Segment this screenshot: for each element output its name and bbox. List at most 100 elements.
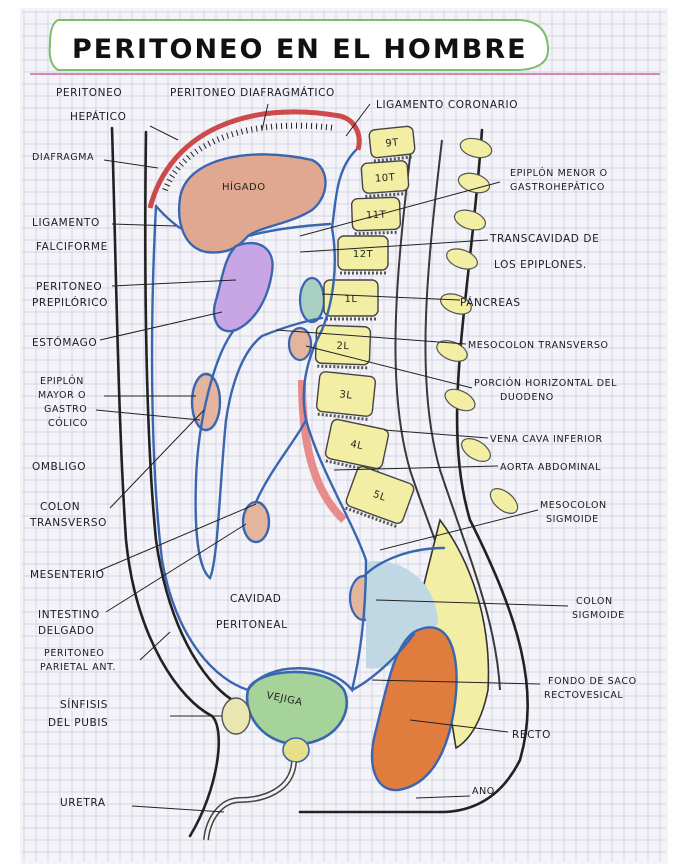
spinous-process (440, 293, 472, 315)
vertebra-label: 4L (349, 439, 364, 452)
vertebra-body (337, 235, 389, 271)
spinous-processes (436, 137, 519, 514)
label-peritoneo-prepilorico-2: PREPILÓRICO (32, 296, 108, 309)
label-sinfisis: SÍNFISIS (60, 698, 108, 711)
label-fondo-saco: FONDO DE SACO (548, 676, 637, 687)
vertebra-body (315, 371, 377, 417)
label-vena-cava: VENA CAVA INFERIOR (490, 434, 603, 445)
anterior-wall-outer (110, 126, 221, 838)
label-ombligo: OMBLIGO (32, 461, 86, 473)
pointer-lines (95, 103, 569, 813)
label-ano: ANO (472, 786, 495, 797)
label-peritoneo-hepatico: PERITONEO (56, 87, 122, 99)
rectum-shape (370, 626, 458, 792)
vertebra-body (360, 160, 410, 194)
label-duodeno-2: DUODENO (500, 392, 554, 403)
vertebra-label: 2L (336, 341, 349, 352)
label-duodeno: PORCIÓN HORIZONTAL DEL (474, 377, 617, 389)
vertebra-3l: 3L (315, 371, 377, 422)
rectovesical-pouch (350, 632, 416, 692)
vertebra-9t: 9T (368, 125, 416, 163)
vertebra-body (350, 196, 402, 232)
coronary-ligament-line (330, 148, 358, 230)
label-ligamento-falciforme: LIGAMENTO (32, 217, 100, 229)
anterior-wall-inner (144, 130, 238, 704)
spinous-process (444, 388, 476, 412)
label-epiplon-mayor-3: GASTRO (44, 404, 87, 415)
liver-label: HÍGADO (222, 180, 266, 193)
label-peritoneo-parietal-2: PARIETAL ANT. (40, 662, 116, 673)
spinous-process (446, 248, 478, 270)
spinous-process (436, 340, 468, 362)
label-transcavidad: TRANSCAVIDAD DE (489, 233, 599, 245)
lesser-omentum (246, 222, 332, 238)
label-aorta: AORTA ABDOMINAL (500, 462, 601, 473)
spinous-process (457, 172, 491, 194)
intervertebral-disc (317, 412, 370, 422)
falciform-ligament (154, 204, 182, 230)
label-sinfisis-2: DEL PUBIS (48, 717, 108, 729)
pubic-symphysis-shape (221, 697, 251, 735)
urethra-lumen (204, 761, 296, 841)
aorta-shape (298, 379, 347, 523)
label-ligamento-coronario: LIGAMENTO CORONARIO (376, 99, 518, 111)
label-ligamento-falciforme-2: FALCIFORME (36, 241, 108, 253)
pancreas-shape (298, 276, 326, 324)
page-title: PERITONEO EN EL HOMBRE (72, 34, 528, 65)
vertebra-body (324, 418, 390, 470)
vertebra-label: 9T (385, 137, 400, 149)
title-frame (48, 19, 550, 71)
posterior-peritoneum (302, 226, 368, 562)
label-fondo-saco-2: RECTOVESICAL (544, 690, 623, 701)
label-colon-sigmoide-2: SIGMOIDE (572, 610, 625, 621)
diaphragm-shape (147, 109, 362, 209)
vertebra-4l: 4L (324, 418, 390, 474)
label-epiplon-mayor-2: MAYOR O (38, 390, 86, 401)
label-intestino-delgado-2: DELGADO (38, 625, 94, 637)
vertebra-label: 3L (339, 389, 353, 401)
liver-shape (177, 153, 327, 254)
intervertebral-disc (317, 364, 368, 370)
intervertebral-disc (373, 155, 414, 163)
vertebra-10t: 10T (360, 160, 410, 198)
label-estomago: ESTÓMAGO (32, 336, 97, 349)
label-mesocolon-sigmoide: MESOCOLON (540, 500, 607, 511)
intervertebral-disc (354, 230, 399, 236)
label-peritoneo-parietal: PERITONEO (44, 648, 104, 659)
label-uretra: URETRA (60, 797, 106, 809)
label-transcavidad-2: LOS EPIPLONES. (494, 259, 587, 271)
vertebra-label: 1L (345, 294, 358, 305)
spinous-process (461, 437, 491, 463)
parietal-peritoneum-anterior (150, 204, 250, 692)
label-colon-transverso-2: TRANSVERSO (29, 517, 107, 529)
vertebra-2l: 2L (314, 324, 372, 370)
vertebra-body (345, 465, 415, 525)
vertebra-1l: 1L (323, 279, 379, 321)
vertebra-body (368, 125, 416, 159)
spinous-process (489, 488, 519, 514)
prostate-shape (282, 737, 310, 763)
label-recto: RECTO (512, 729, 551, 741)
label-epiplon-menor: EPIPLÓN MENOR O (510, 167, 608, 179)
vertebra-label: 12T (353, 249, 374, 260)
label-peritoneo-diafragmatico: PERITONEO DIAFRAGMÁTICO (170, 86, 335, 99)
transverse-mesocolon (260, 316, 324, 338)
label-epiplon-mayor: EPIPLÓN (40, 375, 84, 387)
label-mesenterio: MESENTERIO (30, 569, 105, 581)
label-peritoneo-hepatico-2: HEPÁTICO (70, 110, 126, 123)
stomach-shape (212, 241, 274, 333)
label-mesocolon-sigmoide-2: SIGMOIDE (546, 514, 599, 525)
duodenum-shape (287, 326, 313, 362)
label-cavidad-peritoneal-2: PERITONEAL (216, 619, 288, 631)
label-colon-transverso: COLON (40, 501, 80, 513)
label-mesocolon-transverso: MESOCOLON TRANSVERSO (468, 340, 609, 351)
intervertebral-disc (365, 191, 408, 198)
vertebra-label: 5L (372, 489, 388, 504)
spinous-process (459, 137, 493, 159)
label-pancreas: PÁNCREAS (460, 296, 521, 309)
mesentery-line (254, 418, 308, 504)
label-epiplon-menor-2: GASTROHEPÁTICO (510, 181, 605, 193)
greater-omentum (194, 328, 264, 580)
bladder-shape (245, 670, 349, 746)
